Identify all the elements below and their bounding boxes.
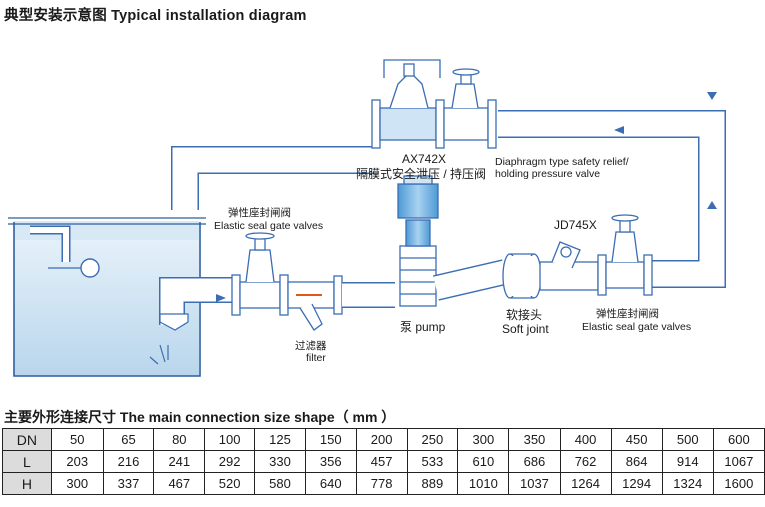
flow-arrows xyxy=(216,92,717,302)
table-cell: 300 xyxy=(50,472,104,495)
soft-joint-label-cn: 软接头 xyxy=(506,308,543,322)
table-cell: 1010 xyxy=(457,472,510,495)
table-cell: 400 xyxy=(559,428,612,451)
gate-valve-left-label-en: Elastic seal gate valves xyxy=(214,220,324,232)
table-cell: 889 xyxy=(406,472,459,495)
page-title: 典型安装示意图 Typical installation diagram xyxy=(4,8,307,24)
table-cell: 610 xyxy=(457,450,510,473)
relief-valve-label-en-2: holding pressure valve xyxy=(495,168,601,180)
table-cell: 864 xyxy=(610,450,663,473)
pipe-network xyxy=(159,110,726,331)
ax742x-model-label: AX742X xyxy=(402,152,447,166)
table-cell: 1067 xyxy=(712,450,765,473)
table-cell: 1324 xyxy=(661,472,714,495)
table-cell: 337 xyxy=(102,472,155,495)
table-cell: 80 xyxy=(153,428,206,451)
table-cell: 350 xyxy=(508,428,561,451)
table-cell: 292 xyxy=(204,450,256,473)
table-cell: 1600 xyxy=(712,472,765,495)
row-header: H xyxy=(2,472,52,495)
table-cell: 216 xyxy=(102,450,155,473)
pump-label: 泵 pump xyxy=(400,320,446,334)
jd745x-valve xyxy=(539,241,599,291)
table-cell: 686 xyxy=(508,450,561,473)
table-cell: 467 xyxy=(153,472,206,495)
relief-valve-label-cn: 隔膜式安全泄压 / 持压阀 xyxy=(356,167,487,181)
table-cell: 150 xyxy=(304,428,357,451)
table-cell: 457 xyxy=(355,450,408,473)
table-title: 主要外形连接尺寸 The main connection size shape（… xyxy=(4,409,396,425)
table-cell: 778 xyxy=(355,472,408,495)
table-cell: 450 xyxy=(610,428,663,451)
table-cell: 914 xyxy=(661,450,714,473)
table-cell: 65 xyxy=(102,428,155,451)
filter-label-en: filter xyxy=(306,352,326,364)
table-cell: 1264 xyxy=(559,472,612,495)
filter xyxy=(287,275,343,331)
soft-joint xyxy=(502,253,542,299)
table-cell: 1037 xyxy=(508,472,561,495)
table-cell: 100 xyxy=(204,428,256,451)
table-cell: 50 xyxy=(50,428,104,451)
float-ball-icon xyxy=(80,258,100,278)
ax742x-relief-valve xyxy=(371,59,497,149)
gate-valve-right xyxy=(597,214,653,296)
table-cell: 520 xyxy=(204,472,256,495)
table-cell: 200 xyxy=(355,428,408,451)
filter-label-cn: 过滤器 xyxy=(295,340,327,352)
gate-valve-right-label-en: Elastic seal gate valves xyxy=(582,321,692,333)
table-cell: 600 xyxy=(712,428,765,451)
table-cell: 300 xyxy=(457,428,510,451)
table-cell: 356 xyxy=(304,450,357,473)
table-cell: 241 xyxy=(153,450,206,473)
row-header: L xyxy=(2,450,52,473)
table-cell: 125 xyxy=(254,428,306,451)
table-cell: 580 xyxy=(254,472,306,495)
table-cell: 250 xyxy=(406,428,459,451)
table-cell: 500 xyxy=(661,428,714,451)
gate-valve-left-label-cn: 弹性座封闸阀 xyxy=(228,207,291,219)
table-cell: 330 xyxy=(254,450,306,473)
table-cell: 203 xyxy=(50,450,104,473)
relief-valve-label-en-1: Diaphragm type safety relief/ xyxy=(495,156,629,168)
table-cell: 762 xyxy=(559,450,612,473)
gate-valve-right-label-cn: 弹性座封闸阀 xyxy=(596,308,659,320)
pump xyxy=(397,175,439,307)
table-cell: 1294 xyxy=(610,472,663,495)
soft-joint-label-en: Soft joint xyxy=(502,322,549,336)
table-cell: 640 xyxy=(304,472,357,495)
jd745x-model-label: JD745X xyxy=(554,218,597,232)
installation-diagram xyxy=(8,59,726,377)
row-header: DN xyxy=(2,428,52,451)
gate-valve-left xyxy=(231,232,289,316)
table-cell: 533 xyxy=(406,450,459,473)
